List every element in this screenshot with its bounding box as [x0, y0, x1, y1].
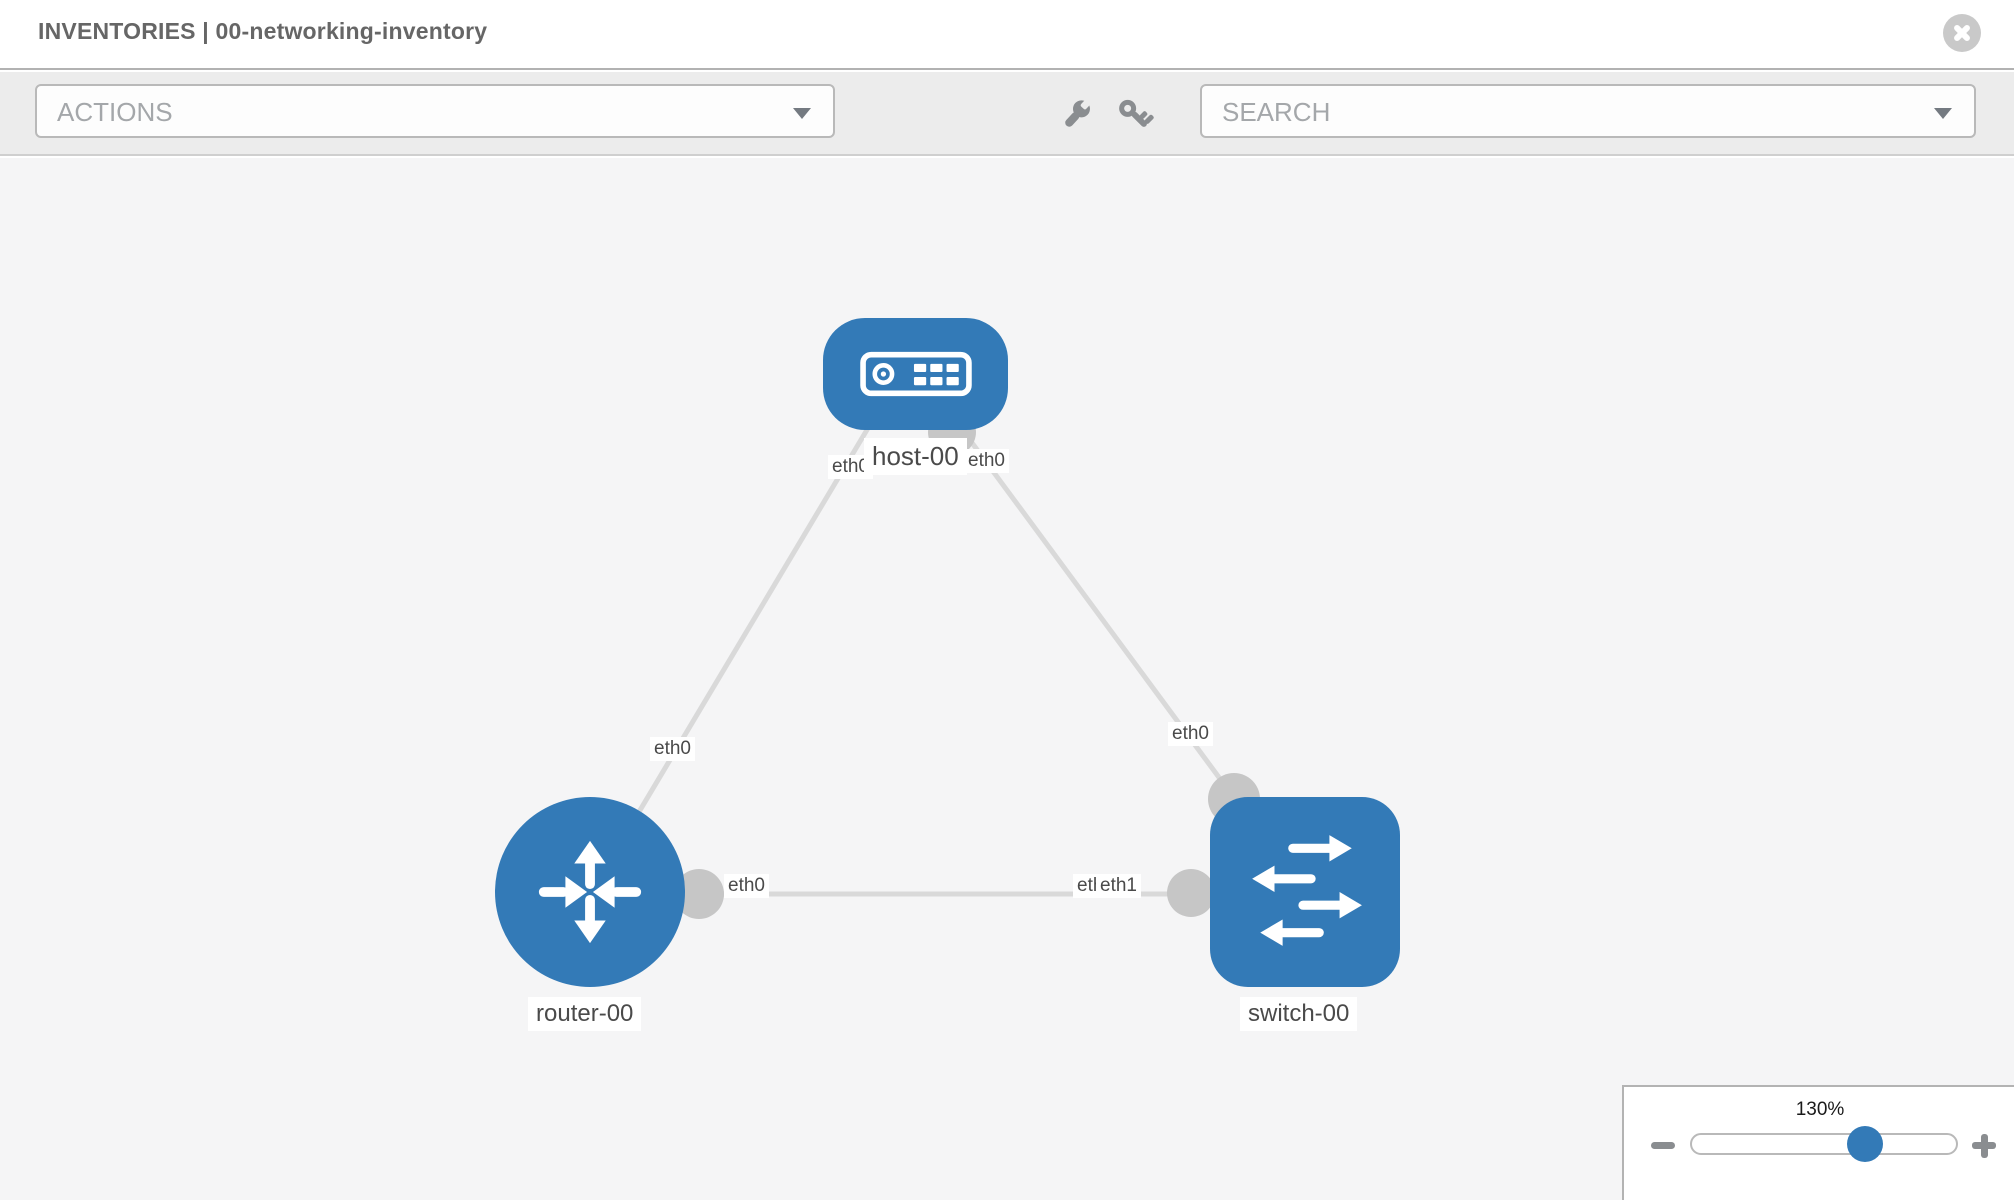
key-icon: [1110, 90, 1158, 138]
node-switch-00[interactable]: [1210, 797, 1400, 987]
topology-canvas[interactable]: eth0 eth0 eth0 eth0 eth1 eth0 host-00 et…: [0, 158, 2014, 1200]
page-title: INVENTORIES | 00-networking-inventory: [38, 18, 488, 44]
credentials-key-button[interactable]: [1106, 86, 1162, 142]
header: INVENTORIES | 00-networking-inventory: [0, 0, 2014, 70]
search-dropdown-label: SEARCH: [1222, 97, 1331, 127]
links-layer: [587, 406, 1300, 919]
actions-dropdown[interactable]: ACTIONS: [35, 84, 835, 138]
close-icon: [1943, 14, 1981, 52]
plus-icon: [1980, 1133, 1988, 1158]
router-arrows-icon: [538, 840, 642, 944]
zoom-slider-handle[interactable]: [1847, 1126, 1883, 1162]
port-connector-router: [674, 869, 724, 919]
search-dropdown[interactable]: SEARCH: [1200, 84, 1976, 138]
close-button[interactable]: [1943, 14, 1981, 52]
configure-tools-button[interactable]: [1048, 86, 1104, 142]
iface-label: eth0: [724, 874, 769, 898]
node-label-host-00: host-00: [864, 438, 967, 475]
toolbar: ACTIONS SEARCH: [0, 72, 2014, 156]
iface-label: eth1: [1096, 874, 1141, 898]
node-label-switch-00: switch-00: [1240, 997, 1358, 1031]
zoom-in-button[interactable]: [1964, 1125, 2004, 1165]
switch-arrows-icon: [1252, 835, 1362, 946]
iface-label: eth0: [1168, 722, 1213, 746]
iface-label: eth0: [964, 449, 1009, 473]
chevron-down-icon: [793, 108, 811, 119]
zoom-slider-track[interactable]: [1690, 1126, 1958, 1162]
chevron-down-icon: [1934, 108, 1952, 119]
zoom-panel: 130%: [1622, 1085, 2014, 1200]
node-router-00[interactable]: [495, 797, 685, 987]
zoom-out-button[interactable]: [1642, 1125, 1682, 1165]
link-host-switch[interactable]: [947, 411, 1263, 835]
zoom-level-value: 130%: [1795, 1099, 1845, 1120]
minus-icon: [1651, 1142, 1675, 1149]
iface-label: eth0: [650, 737, 695, 761]
actions-dropdown-label: ACTIONS: [57, 97, 173, 127]
server-icon: [859, 351, 972, 397]
node-label-router-00: router-00: [528, 997, 642, 1031]
wrench-icon: [1053, 91, 1098, 136]
node-host-00[interactable]: [823, 318, 1008, 430]
port-connector-switch-left: [1167, 869, 1215, 917]
